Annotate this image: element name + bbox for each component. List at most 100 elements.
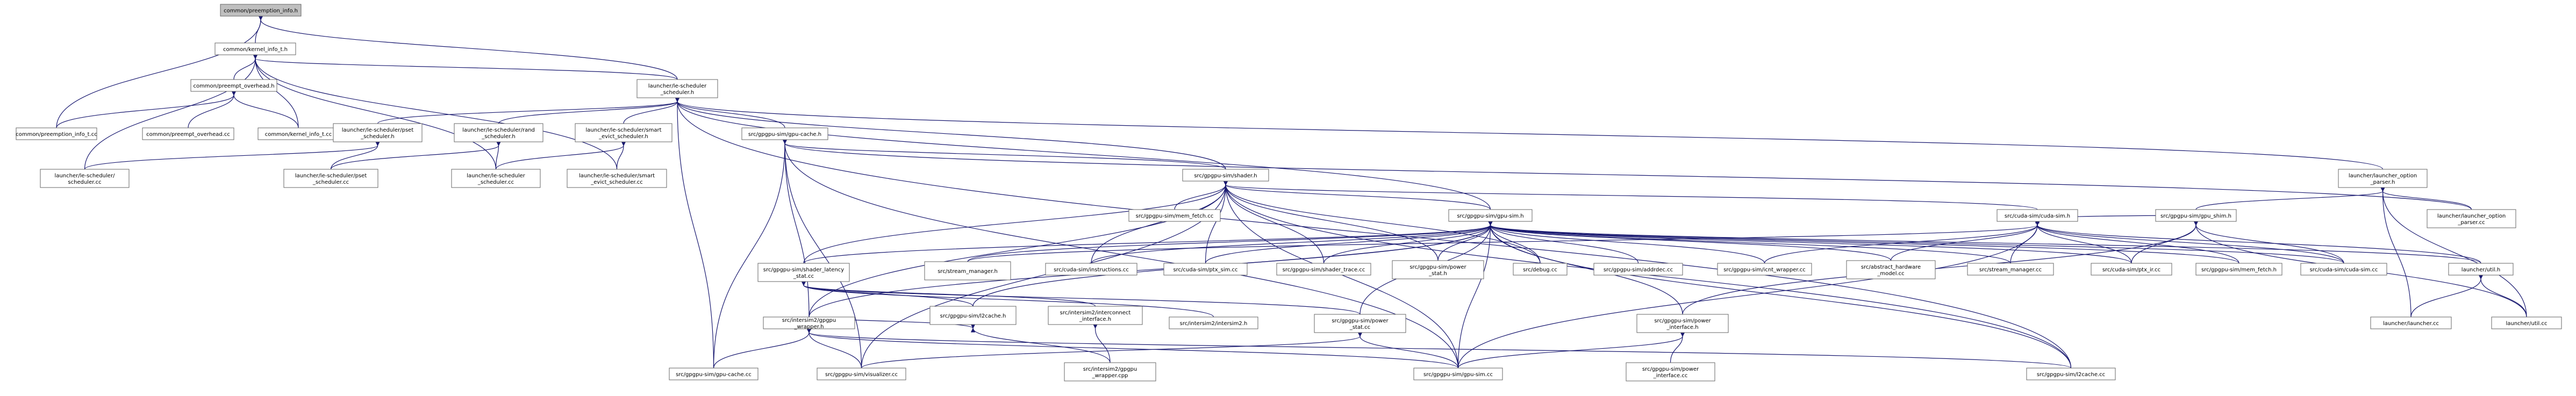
file-node[interactable]: src/stream_manager.cc [1967, 263, 2054, 276]
file-node[interactable]: src/gpgpu-sim/mem_fetch.h [2195, 263, 2282, 276]
file-node[interactable]: launcher/launcher.cc [2370, 316, 2452, 329]
dependency-edge [675, 97, 785, 128]
file-node[interactable]: launcher/le-scheduler/smart_evict_schedu… [567, 169, 667, 188]
file-node[interactable]: src/gpgpu-sim/gpu-cache.h [741, 127, 828, 140]
dependency-edge [495, 141, 501, 170]
dependency-edge [806, 328, 2072, 369]
file-nodes: common/preemption_info.h common/kernel_in… [16, 4, 2562, 381]
file-node[interactable]: launcher/launcher_option_parser.cc [2427, 209, 2516, 228]
node-box [2427, 209, 2516, 228]
node-label: src/gpgpu-sim/mem_fetch.cc [1136, 213, 1214, 219]
node-label: src/gpgpu-sim/gpu-cache.h [748, 132, 821, 138]
node-label: src/gpgpu-sim/gpu_shim.h [2160, 213, 2231, 219]
file-node[interactable]: common/kernel_info_t.cc [257, 127, 339, 140]
file-node[interactable]: src/gpgpu-sim/power_interface.h [1636, 314, 1729, 333]
file-node[interactable]: src/gpgpu-sim/shader.h [1182, 169, 1269, 182]
node-label: src/gpgpu-sim/mem_fetch.h [2201, 267, 2277, 273]
file-node[interactable]: src/intersim2/intersim2.h [1169, 316, 1258, 329]
file-node[interactable]: src/gpgpu-sim/shader_trace.cc [1276, 263, 1371, 276]
file-node[interactable]: launcher/launcher_option_parser.h [2338, 169, 2428, 188]
node-box [333, 123, 423, 142]
file-node[interactable]: common/preempt_overhead.cc [142, 127, 234, 140]
file-node[interactable]: src/cuda-sim/cuda-sim.cc [2300, 263, 2387, 276]
node-box [669, 368, 759, 380]
node-box [2155, 209, 2237, 222]
file-node[interactable]: src/intersim2/interconnect_interface.h [1048, 306, 1143, 325]
dependency-edge [801, 281, 1214, 318]
file-node[interactable]: src/cuda-sim/ptx_ir.cc [2091, 263, 2172, 276]
file-node[interactable]: common/preemption_info_t.cc [16, 127, 97, 140]
file-node[interactable]: launcher/le-scheduler/smart_evict_schedu… [575, 123, 672, 142]
file-node[interactable]: launcher/util.cc [2491, 316, 2562, 329]
dependency-edge [253, 54, 299, 128]
dependency-edge [330, 141, 501, 170]
dependency-edge [1223, 181, 1325, 264]
file-node[interactable]: launcher/le-scheduler_scheduler.h [636, 79, 718, 98]
node-label: _scheduler.h [481, 134, 516, 140]
file-node[interactable]: launcher/le-scheduler/rand_scheduler.h [454, 123, 543, 142]
file-node[interactable]: src/gpgpu-sim/gpu-sim.cc [1413, 368, 1503, 380]
file-node[interactable]: src/gpgpu-sim/gpu_shim.h [2155, 209, 2237, 222]
node-label: launcher/launcher_option [2437, 213, 2506, 219]
file-node[interactable]: src/debug.cc [1513, 263, 1568, 276]
node-box [2091, 263, 2172, 276]
file-node[interactable]: src/gpgpu-sim/icnt_wrapper.cc [1717, 263, 1812, 276]
dependency-edge [2010, 221, 2040, 264]
file-node[interactable]: src/gpgpu-sim/mem_fetch.cc [1128, 209, 1221, 222]
file-node[interactable]: launcher/le-scheduler/pset_scheduler.cc [283, 169, 378, 188]
node-label: _evict_scheduler.cc [590, 179, 642, 185]
file-node[interactable]: common/preempt_overhead.h [190, 79, 277, 92]
root-file-node[interactable]: common/preemption_info.h [220, 4, 302, 17]
dependency-edge [1764, 221, 2040, 264]
dependency-edge [330, 141, 380, 170]
file-node[interactable]: src/gpgpu-sim/gpu-sim.h [1448, 209, 1533, 222]
file-node[interactable]: launcher/util.h [2448, 263, 2514, 276]
file-node[interactable]: src/gpgpu-sim/power_stat.cc [1314, 314, 1406, 333]
node-box [1276, 263, 1371, 276]
file-node[interactable]: launcher/le-scheduler_scheduler.cc [451, 169, 541, 188]
file-node[interactable]: src/gpgpu-sim/l2cache.h [929, 306, 1017, 325]
node-label: common/kernel_info_t.h [223, 47, 288, 53]
file-node[interactable]: launcher/le-scheduler/pset_scheduler.h [333, 123, 423, 142]
file-node[interactable]: src/cuda-sim/cuda-sim.h [1997, 209, 2078, 222]
file-node[interactable]: src/gpgpu-sim/power_stat.h [1392, 260, 1484, 279]
dependency-edge [1223, 181, 1491, 210]
node-label: src/cuda-sim/ptx_ir.cc [2102, 267, 2160, 273]
file-node[interactable]: src/intersim2/gpgpu_wrapper.h [763, 316, 855, 330]
dependency-edge [1487, 221, 2344, 264]
node-label: src/gpgpu-sim/power [1332, 318, 1389, 324]
node-box [40, 169, 130, 188]
dependency-edge [1205, 181, 1228, 264]
file-node[interactable]: src/cuda-sim/instructions.cc [1045, 263, 1137, 276]
node-label: common/preempt_overhead.h [193, 83, 274, 89]
dependency-edge [967, 221, 1493, 262]
dependency-edge [1488, 221, 1892, 261]
file-node[interactable]: src/gpgpu-sim/addrdec.cc [1593, 263, 1683, 276]
file-node[interactable]: src/gpgpu-sim/shader_latency_stat.cc [757, 263, 850, 282]
file-node[interactable]: common/kernel_info_t.h [214, 42, 296, 55]
node-label: _interface.h [1666, 325, 1698, 330]
file-node[interactable]: src/gpgpu-sim/power_interface.cc [1626, 362, 1715, 381]
file-node[interactable]: src/gpgpu-sim/gpu-cache.cc [669, 368, 759, 380]
file-node[interactable]: src/stream_manager.h [924, 261, 1011, 280]
dependency-edge [1223, 181, 1541, 264]
file-node[interactable]: src/cuda-sim/ptx_sim.cc [1163, 263, 1248, 276]
file-node[interactable]: src/intersim2/gpgpu_wrapper.cpp [1064, 362, 1156, 381]
dependency-edge [675, 97, 714, 369]
dependency-edge [970, 324, 1111, 363]
node-label: launcher/util.cc [2506, 321, 2547, 327]
file-node[interactable]: src/gpgpu-sim/l2cache.cc [2026, 368, 2116, 380]
file-node[interactable]: launcher/le-scheduler/scheduler.cc [40, 169, 130, 188]
node-label: src/gpgpu-sim/power [1654, 318, 1711, 324]
node-box [1413, 368, 1503, 380]
file-node[interactable]: src/gpgpu-sim/visualizer.cc [817, 368, 906, 380]
file-node[interactable]: src/abstract_hardware_model.cc [1846, 260, 1936, 279]
node-box [1626, 362, 1715, 381]
node-box [2195, 263, 2282, 276]
dependency-edge [2193, 221, 2344, 264]
node-label: _interface.cc [1653, 373, 1688, 379]
node-box [1048, 306, 1143, 325]
node-box [1169, 316, 1258, 329]
node-label: src/gpgpu-sim/shader_trace.cc [1283, 267, 1365, 273]
